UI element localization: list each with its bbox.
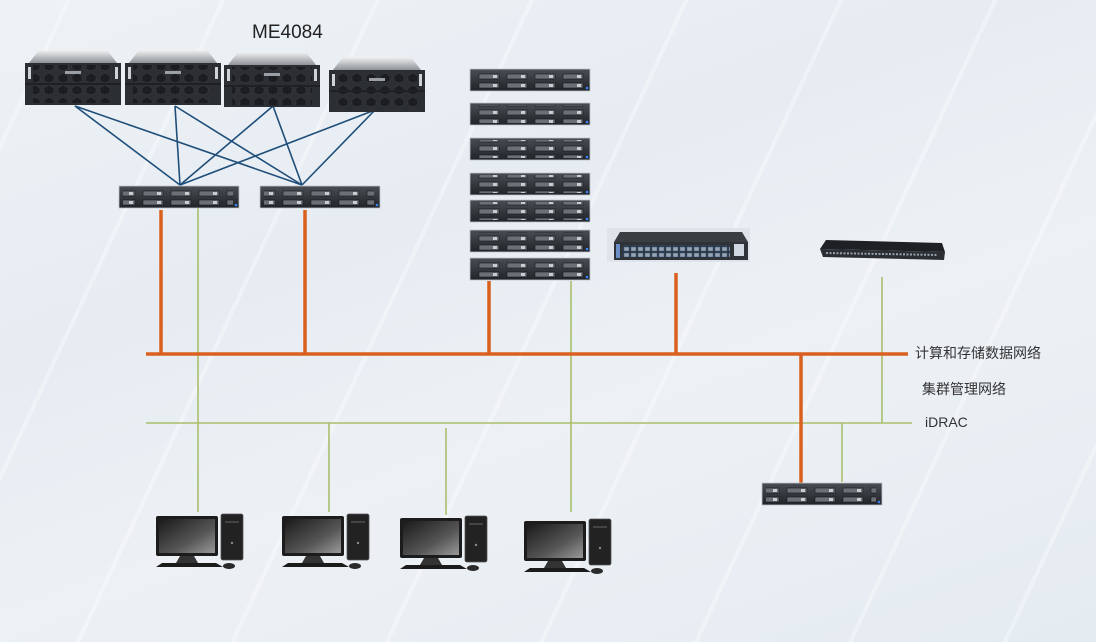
- rack-server[interactable]: compute node 5: [469, 199, 591, 223]
- rack-server[interactable]: compute node 2: [469, 102, 591, 126]
- legend-idrac-network: iDRAC: [925, 414, 968, 430]
- san-link: [74, 105, 303, 186]
- data-switch[interactable]: [607, 228, 750, 262]
- storage-arrays: ME4084 enclosure 1ME4084 enclosure 2ME40…: [25, 50, 425, 112]
- legend-data-network: 计算和存储数据网络: [915, 345, 1041, 361]
- network-switch-icon: [614, 232, 748, 242]
- rack-server[interactable]: compute node 4: [469, 172, 591, 196]
- san-link: [179, 105, 274, 186]
- switches: [607, 228, 945, 262]
- network-switch-icon: [820, 240, 945, 252]
- storage-enclosure-icon: [29, 50, 117, 63]
- workstation[interactable]: workstation 1: [156, 513, 244, 569]
- rack-server[interactable]: storage server 2: [259, 185, 381, 209]
- workstation[interactable]: workstation 2: [282, 513, 370, 569]
- rack-server[interactable]: compute node 6: [469, 229, 591, 253]
- san-link: [272, 105, 303, 186]
- san-link: [174, 105, 303, 186]
- san-link: [179, 109, 376, 186]
- rack-servers: storage server 1 storage server 2 compute …: [118, 68, 883, 506]
- san-link: [74, 105, 181, 186]
- san-link: [301, 109, 376, 186]
- workstation[interactable]: workstation 3: [400, 515, 488, 571]
- storage-array-label: ME4084: [252, 22, 323, 43]
- rack-server[interactable]: storage server 1: [118, 185, 240, 209]
- storage-enclosure-icon: [129, 50, 217, 63]
- legend-management-network: 集群管理网络: [922, 381, 1006, 397]
- mgmt-switch[interactable]: [820, 240, 945, 260]
- san-links: [74, 105, 376, 186]
- storage-enclosure[interactable]: ME4084 enclosure 3: [224, 52, 320, 107]
- storage-enclosure[interactable]: ME4084 enclosure 2: [125, 50, 221, 105]
- storage-enclosure[interactable]: ME4084 enclosure 4: [329, 57, 425, 112]
- rack-server[interactable]: management server: [761, 482, 883, 506]
- storage-enclosure-icon: [333, 57, 421, 70]
- rack-server[interactable]: compute node 7: [469, 257, 591, 281]
- data-network-lines: [146, 210, 908, 484]
- rack-server[interactable]: compute node 3: [469, 137, 591, 161]
- management-network-lines: [146, 207, 912, 515]
- workstation[interactable]: workstation 4: [524, 518, 612, 574]
- workstations: workstation 1 workstation 2 workstation 3 w…: [156, 513, 612, 574]
- rack-server[interactable]: compute node 1: [469, 68, 591, 92]
- san-link: [174, 105, 181, 186]
- storage-enclosure-icon: [228, 52, 316, 65]
- storage-enclosure[interactable]: ME4084 enclosure 1: [25, 50, 121, 105]
